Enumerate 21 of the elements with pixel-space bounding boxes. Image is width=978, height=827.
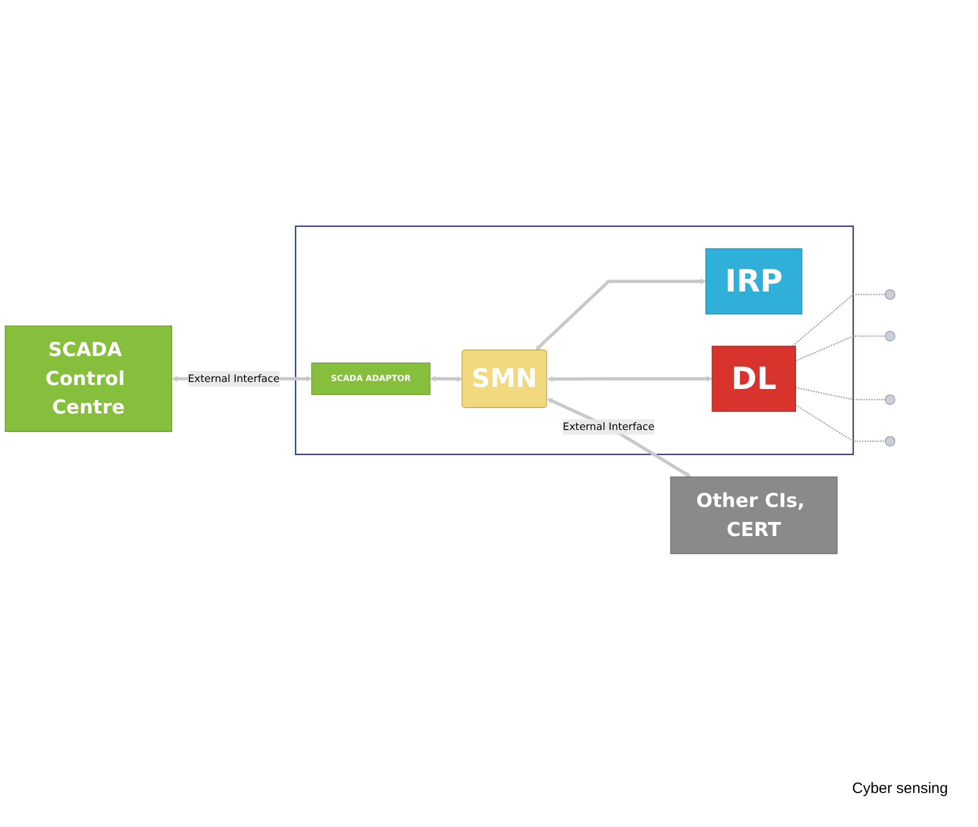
arrow [536, 278, 706, 350]
node-circle [884, 331, 896, 342]
caption-text: Cyber sensing [852, 780, 948, 797]
connector [792, 294, 886, 347]
arrow [430, 376, 463, 382]
arrow [547, 376, 712, 382]
node-circle [884, 436, 896, 446]
cluster [294, 226, 854, 456]
arrow [547, 398, 691, 478]
node-circle [884, 394, 896, 405]
connector [796, 386, 886, 400]
connector [795, 404, 886, 442]
node-box: SCADA Control Centre [4, 326, 172, 432]
node-box: SCADA ADAPTOR [311, 362, 430, 395]
connector [795, 336, 886, 362]
node-box: Other CIs, CERT [670, 476, 838, 554]
node-circle [884, 289, 896, 300]
edge-label: External Interface [562, 420, 654, 433]
edge-label: External Interface [188, 372, 280, 385]
node-box: IRP [705, 248, 802, 314]
node-box: DL [712, 346, 796, 412]
